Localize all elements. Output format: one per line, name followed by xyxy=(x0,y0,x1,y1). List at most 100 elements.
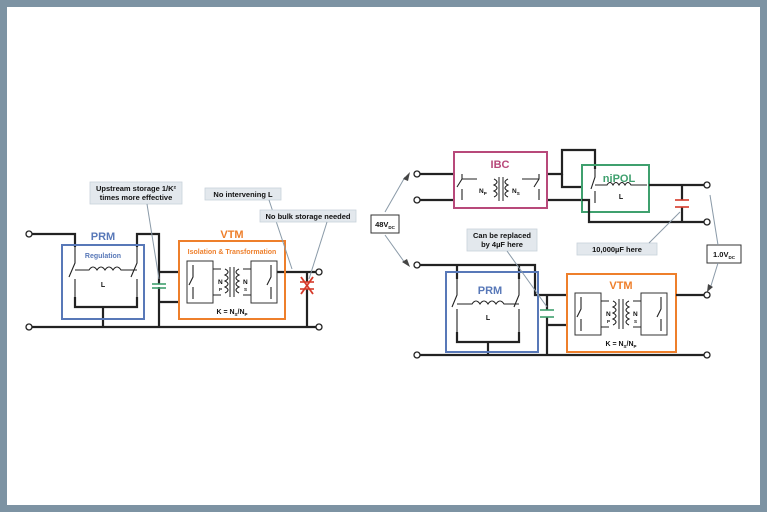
right-prm-box xyxy=(445,271,539,353)
right-nipol-title: niPOL xyxy=(603,173,636,185)
callout-replace-line2: by 4µF here xyxy=(481,240,523,249)
arrowhead-48v-down xyxy=(402,259,410,267)
left-vtm-s-sub: S xyxy=(244,287,247,292)
left-capacitor-green xyxy=(152,283,166,289)
callout-replace-leader xyxy=(506,250,548,308)
right-vtm-output-top xyxy=(703,291,711,299)
left-vtm-links xyxy=(213,268,251,296)
label-1v-box xyxy=(706,244,742,264)
left-prm-inductor xyxy=(75,266,137,271)
callout-upstream-line2: times more effective xyxy=(100,193,173,202)
right-ibc-transformer xyxy=(492,177,510,201)
right-prm-title: PRM xyxy=(478,285,502,297)
right-ibc-input-bottom xyxy=(413,196,421,204)
right-prm-switch-1 xyxy=(451,279,458,332)
right-vtm-links xyxy=(601,300,641,328)
callout-can-be-replaced xyxy=(466,228,538,252)
left-vtm-title: VTM xyxy=(220,229,243,241)
arrowhead-48v-up xyxy=(403,172,410,181)
right-vtm-secondary-switches xyxy=(640,292,668,336)
right-vtm-s-sub: S xyxy=(634,319,637,324)
callout-no-bulk-leader xyxy=(308,221,328,280)
left-vtm-n-primary: N xyxy=(218,279,223,286)
right-diagram: 48VDC IBC NP NS niPOL L xyxy=(370,148,742,359)
right-ibc-n-secondary: NS xyxy=(512,188,520,196)
right-capacitor-red xyxy=(675,199,689,208)
right-prm-switch-2 xyxy=(513,279,520,332)
diagram-canvas: L PRM Regulation VTM Isolation & Transfo… xyxy=(7,7,760,505)
left-input-terminal-top xyxy=(25,230,33,238)
right-vtm-primary-switches xyxy=(574,292,602,336)
right-ibc-n-primary: NP xyxy=(479,188,487,196)
left-wire-top-in xyxy=(32,232,77,247)
left-prm-title: PRM xyxy=(91,231,115,243)
right-ibc-box xyxy=(453,151,548,209)
callout-10000uf-leader xyxy=(648,211,681,244)
left-vtm-sw-b xyxy=(266,265,272,299)
right-vtm-title: VTM xyxy=(609,280,632,292)
left-prm-inductor-label: L xyxy=(101,282,106,289)
right-nipol-switch xyxy=(590,169,596,203)
callout-no-bulk-text: No bulk storage needed xyxy=(265,212,350,221)
left-diagram: L PRM Regulation VTM Isolation & Transfo… xyxy=(25,181,357,331)
right-ibc-title: IBC xyxy=(491,159,510,171)
right-vtm-p-sub: P xyxy=(607,319,610,324)
right-vtm-n-primary: N xyxy=(606,311,611,318)
right-nipol-out-bottom xyxy=(582,198,707,224)
left-prm-bottom-wire xyxy=(73,297,139,309)
right-vtm-sw-a xyxy=(576,297,582,331)
left-output-terminal-top xyxy=(315,268,323,276)
right-capacitor-green xyxy=(540,309,554,318)
callout-10000uf-text: 10,000µF here xyxy=(592,245,642,254)
left-prm-box xyxy=(61,244,145,320)
left-vtm-subtitle: Isolation & Transformation xyxy=(188,249,277,256)
right-prm-input-bottom xyxy=(413,351,421,359)
right-vtm-output-bottom xyxy=(703,351,711,359)
right-prm-inductor-label: L xyxy=(486,315,491,322)
callout-no-intervening-l xyxy=(204,187,282,201)
left-vtm-n-secondary: N xyxy=(243,279,248,286)
left-prm-switch-2 xyxy=(130,247,138,297)
right-ibc-switch-1 xyxy=(456,174,463,200)
arrowhead-1v-down xyxy=(707,284,713,292)
right-vtm-box xyxy=(566,273,677,353)
right-ibc-input-top xyxy=(413,170,421,178)
callout-replace-line1: Can be replaced xyxy=(473,231,531,240)
callout-no-intervening-l-text: No intervening L xyxy=(213,190,273,199)
callout-upstream-leader xyxy=(146,203,160,280)
right-vtm-transformer xyxy=(611,299,631,329)
label-1v: 1.0VDC xyxy=(713,250,736,260)
callout-10000uf xyxy=(576,242,658,256)
left-capacitor-red-crossed xyxy=(300,276,314,295)
arrow-1v-down xyxy=(709,262,719,290)
left-prm-switch-1 xyxy=(68,247,76,297)
arrow-1v-up xyxy=(709,194,719,246)
right-prm-bottom-wire xyxy=(455,332,521,344)
arrow-48v-down xyxy=(384,234,406,264)
right-nipol-box xyxy=(581,164,650,213)
arrow-48v-up xyxy=(384,176,406,213)
right-vtm-n-secondary: N xyxy=(633,311,638,318)
label-48v: 48VDC xyxy=(375,220,396,230)
right-prm-in-top xyxy=(420,263,567,297)
label-48v-box xyxy=(370,214,400,234)
right-nipol-output-bottom xyxy=(703,218,711,226)
left-vtm-box xyxy=(178,240,286,320)
right-vtm-sw-b xyxy=(656,297,662,331)
left-vtm-secondary-switches xyxy=(250,260,278,304)
callout-upstream-storage xyxy=(89,181,183,205)
right-vtm-formula: K = NS/NP xyxy=(605,341,636,349)
right-prm-inductor xyxy=(457,300,519,305)
left-vtm-sw-a xyxy=(188,265,194,299)
right-nipol-output-top xyxy=(703,181,711,189)
callout-upstream-line1: Upstream storage 1/K² xyxy=(96,184,177,193)
right-nipol-inductor-label: L xyxy=(619,194,624,201)
left-output-top xyxy=(277,270,319,299)
callout-no-bulk-storage xyxy=(259,209,357,223)
left-prm-subtitle: Regulation xyxy=(85,253,121,260)
left-vtm-formula: K = NS/NP xyxy=(216,309,247,317)
left-wire-top-mid xyxy=(135,232,179,274)
left-input-terminal-bottom xyxy=(25,323,33,331)
power-architecture-diagram: L PRM Regulation VTM Isolation & Transfo… xyxy=(25,148,742,359)
left-vtm-transformer xyxy=(223,267,241,297)
